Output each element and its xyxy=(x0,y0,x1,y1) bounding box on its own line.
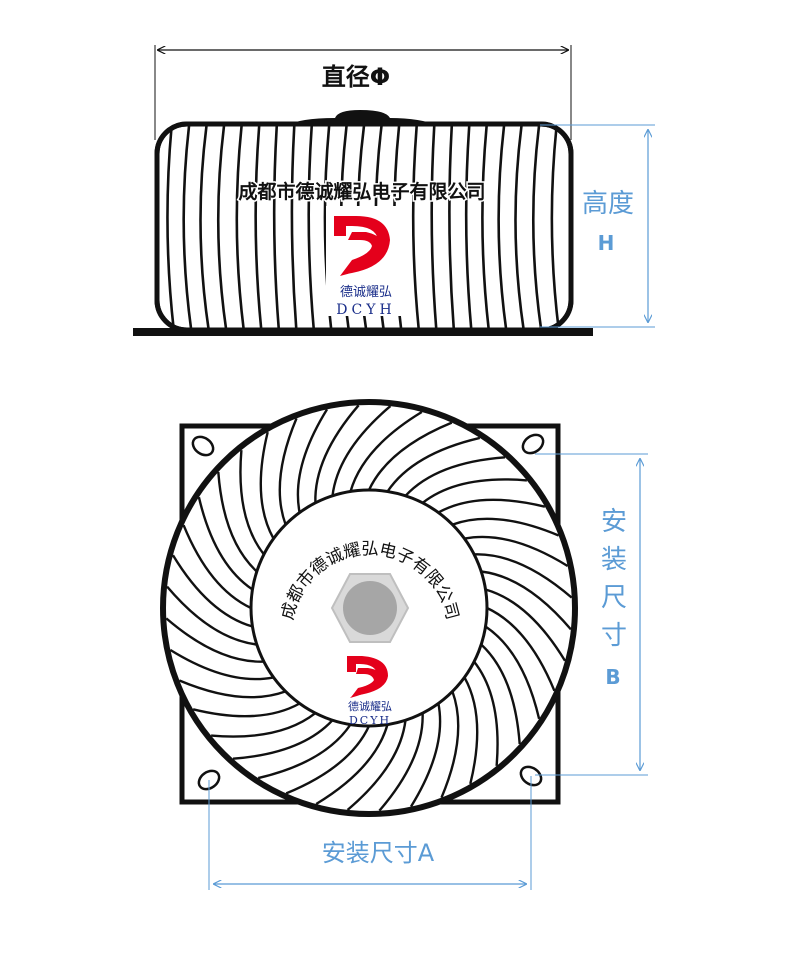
top-winding-line xyxy=(346,720,407,811)
top-winding-line xyxy=(171,554,253,628)
height-label: 高度 xyxy=(582,189,634,219)
diameter-label: 直径Φ xyxy=(322,63,390,91)
side-winding-line xyxy=(216,124,228,330)
side-company-name: 成都市德诚耀弘电子有限公司 xyxy=(238,180,485,203)
side-winding-line xyxy=(464,124,473,330)
top-winding-line xyxy=(169,648,274,681)
top-winding-line xyxy=(409,703,442,808)
height-symbol: H xyxy=(598,231,615,255)
side-winding-line xyxy=(199,124,211,330)
side-winding-line xyxy=(254,124,263,330)
top-winding-line xyxy=(484,625,541,720)
side-view: 直径Φ 成都市德诚耀弘电子有限公司 德诚耀弘 DCYH 高度 H xyxy=(133,45,655,336)
top-logo-en: DCYH xyxy=(349,714,391,727)
top-winding-line xyxy=(178,679,287,699)
side-winding-line xyxy=(448,124,456,330)
side-logo: 德诚耀弘 DCYH xyxy=(326,206,406,318)
side-winding-line xyxy=(481,124,491,330)
side-logo-cn: 德诚耀弘 xyxy=(340,285,392,300)
top-winding-line xyxy=(211,712,317,738)
top-winding-line xyxy=(314,404,360,503)
top-winding-line xyxy=(386,436,481,493)
toroid-windings xyxy=(165,404,573,812)
mount-b-char-4: 寸 xyxy=(601,621,627,651)
side-winding-line xyxy=(550,124,561,330)
side-winding-line xyxy=(531,124,543,330)
mount-b-char-3: 尺 xyxy=(601,583,627,613)
top-winding-line xyxy=(259,431,275,540)
top-winding-line xyxy=(331,405,392,496)
top-winding-line xyxy=(349,410,423,492)
mounting-hole-top-right xyxy=(521,433,545,455)
top-winding-line xyxy=(440,690,460,799)
top-winding-line xyxy=(463,676,479,785)
top-winding-line xyxy=(378,713,424,812)
top-winding-line xyxy=(473,660,499,766)
side-winding-line xyxy=(272,124,281,330)
top-winding-line xyxy=(166,585,257,646)
top-winding-line xyxy=(182,524,252,610)
side-winding-line xyxy=(182,124,193,330)
mount-b-char-2: 装 xyxy=(601,545,627,575)
side-winding-line xyxy=(430,124,438,330)
bolt-core xyxy=(343,581,397,635)
top-winding-line xyxy=(232,719,334,760)
top-winding-line xyxy=(474,553,573,599)
top-logo: 德诚耀弘 DCYH xyxy=(347,656,392,727)
top-winding-line xyxy=(165,617,264,663)
top-winding-line xyxy=(481,570,572,631)
center-bolt xyxy=(330,573,410,643)
top-winding-line xyxy=(315,724,389,806)
top-winding-line xyxy=(296,408,329,513)
top-logo-cn: 德诚耀弘 xyxy=(348,699,392,713)
top-winding-line xyxy=(367,421,453,491)
top-winding-line xyxy=(480,643,521,745)
side-winding-line xyxy=(307,124,316,330)
top-winding-line xyxy=(192,702,301,718)
mounting-hole-top-left xyxy=(191,435,215,457)
top-winding-line xyxy=(486,606,556,692)
top-winding-line xyxy=(485,588,567,662)
top-winding-line xyxy=(421,478,527,504)
side-winding-line xyxy=(290,124,298,330)
side-winding-line xyxy=(514,124,526,330)
mount-b-symbol: B xyxy=(605,665,620,689)
top-winding-line xyxy=(197,496,254,591)
top-winding-line xyxy=(404,456,506,497)
top-winding-line xyxy=(451,517,560,537)
top-winding-line xyxy=(239,450,265,556)
top-view: 成都市德诚耀弘电子有限公司 德诚耀弘 DCYH 安 装 尺 寸 B 安装尺寸A xyxy=(160,399,648,890)
mount-a-label: 安装尺寸A xyxy=(322,839,435,867)
mount-b-char-1: 安 xyxy=(601,507,627,537)
top-winding-line xyxy=(464,535,569,568)
top-winding-line xyxy=(217,471,258,573)
top-winding-line xyxy=(278,417,298,526)
side-windings xyxy=(166,124,561,330)
side-winding-line xyxy=(166,124,176,330)
top-winding-line xyxy=(285,725,371,795)
side-winding-line xyxy=(497,124,508,330)
side-winding-line xyxy=(235,124,246,330)
top-winding-line xyxy=(437,498,546,514)
side-logo-en: DCYH xyxy=(336,302,395,318)
side-winding-line xyxy=(411,124,421,330)
top-winding-line xyxy=(257,723,352,780)
